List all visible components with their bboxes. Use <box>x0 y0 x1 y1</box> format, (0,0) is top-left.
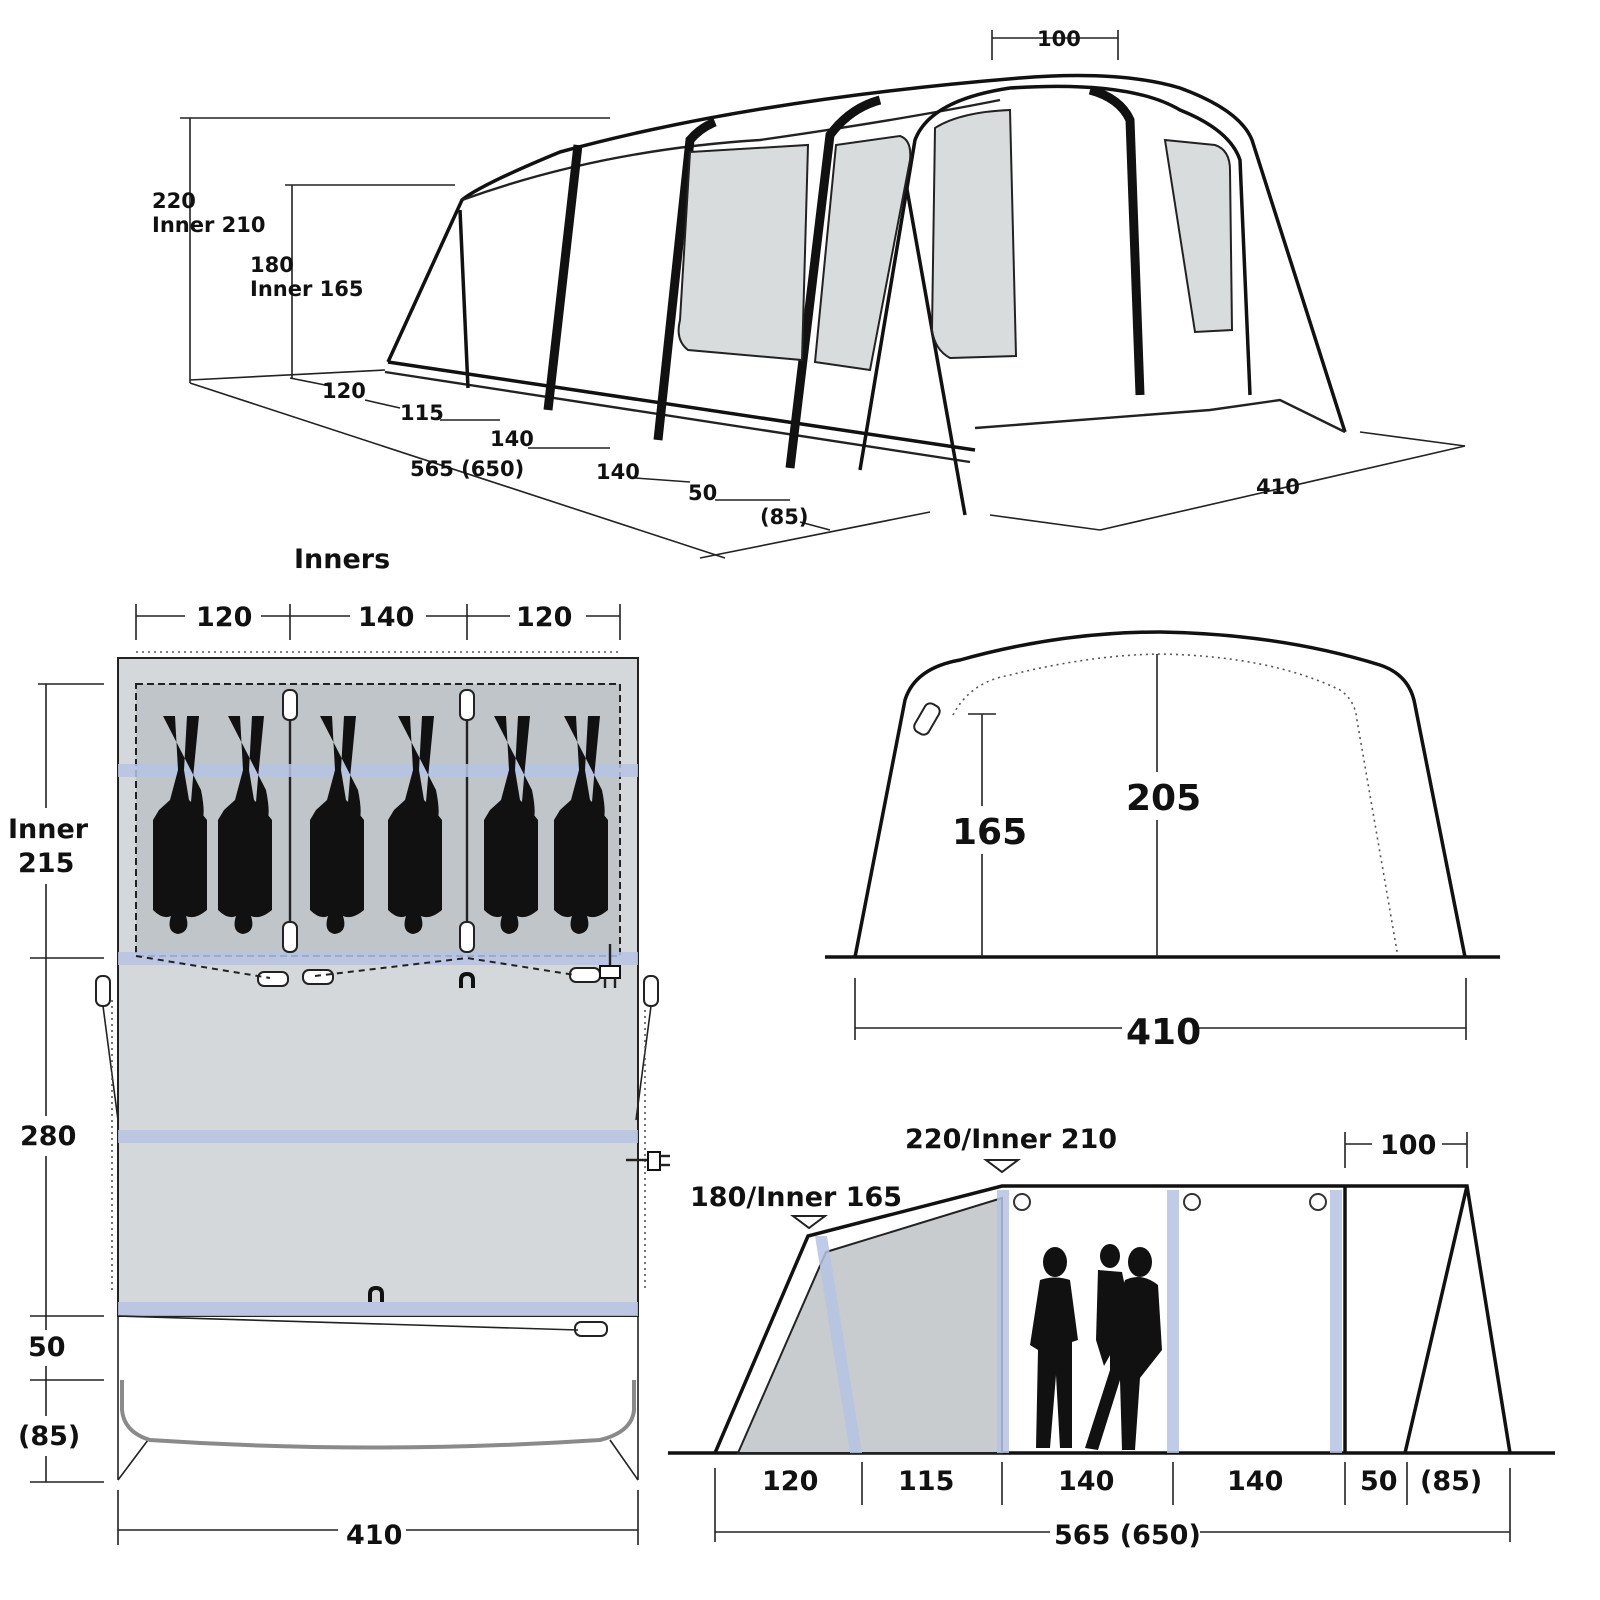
side-seg-3: 140 <box>1058 1466 1114 1497</box>
floor-beam-3 <box>118 1130 638 1143</box>
floorplan-left-canopy: (85) <box>18 1421 80 1452</box>
perspective-beam-5 <box>1088 85 1145 396</box>
perspective-window-3 <box>930 108 1018 360</box>
floor-inner-bedroom <box>135 683 621 957</box>
perspective-beam-1 <box>458 209 470 389</box>
sleeping-figures <box>153 716 608 934</box>
floor-beam-4 <box>118 1302 638 1316</box>
floor-canopy <box>117 1316 639 1481</box>
floorplan-view: Inners 120 140 120 <box>0 544 670 1551</box>
side-seg-1: 120 <box>762 1466 818 1497</box>
marker-low <box>790 1215 828 1230</box>
perspective-view: 220 Inner 210 180 Inner 165 100 120 115 … <box>152 27 1466 559</box>
front-width: 410 <box>1126 1012 1201 1053</box>
floor-beam-2 <box>118 952 638 965</box>
perspective-window-2 <box>813 134 912 372</box>
floorplan-top-3: 120 <box>516 602 572 633</box>
side-outline <box>713 1184 1512 1454</box>
perspective-right-base <box>974 398 1346 434</box>
side-view: 220/Inner 210 180/Inner 165 100 120 115 … <box>668 1124 1555 1552</box>
width-line <box>989 514 1101 531</box>
length-ext-left <box>189 382 726 559</box>
perspective-base-line <box>387 360 976 452</box>
side-bedroom-panel <box>736 1196 1003 1454</box>
perspective-window-5 <box>1163 138 1234 334</box>
side-beam-2 <box>997 1190 1009 1453</box>
magnet-icon <box>459 972 475 988</box>
floorplan-left-porch: 50 <box>28 1332 66 1363</box>
floorplan-left-living: 280 <box>20 1121 76 1152</box>
floorplan-top-2: 140 <box>358 602 414 633</box>
label-height-outer-inner: Inner 210 <box>152 213 265 237</box>
side-seg-6: (85) <box>1420 1466 1482 1497</box>
floorplan-left-inner-2: 215 <box>18 848 74 879</box>
marker-high <box>983 1159 1021 1174</box>
side-seg-2: 115 <box>898 1466 954 1497</box>
floor-canopy-curve <box>120 1380 636 1450</box>
label-seg-2: 115 <box>400 401 444 425</box>
side-total: 565 (650) <box>1054 1520 1201 1551</box>
front-inner-outline <box>952 653 1399 958</box>
side-label-low: 180/Inner 165 <box>690 1182 902 1213</box>
label-height-front: 180 <box>250 253 294 277</box>
side-top-canopy: 100 <box>1380 1130 1436 1161</box>
label-width: 410 <box>1256 475 1300 499</box>
perspective-tent-outline <box>386 73 1347 433</box>
front-tent-outline <box>853 630 1467 958</box>
perspective-beam-2 <box>543 144 583 411</box>
magnet-icon-2 <box>368 1286 384 1302</box>
front-height-side: 165 <box>952 812 1027 853</box>
label-seg-3: 140 <box>490 427 534 451</box>
label-seg-5: 50 <box>688 481 717 505</box>
front-height-center: 205 <box>1126 778 1201 819</box>
label-height-front-inner: Inner 165 <box>250 277 363 301</box>
label-seg-6: (85) <box>760 505 808 529</box>
people-silhouettes <box>1030 1244 1162 1450</box>
label-seg-4: 140 <box>596 460 640 484</box>
label-height-outer: 220 <box>152 189 196 213</box>
plug-icon <box>599 944 621 988</box>
perspective-roof-ridge <box>461 98 1001 202</box>
side-seg-4: 140 <box>1227 1466 1283 1497</box>
floorplan-title: Inners <box>294 544 390 575</box>
floorplan-bottom-width: 410 <box>346 1520 402 1551</box>
floor-beam-1 <box>118 764 638 777</box>
perspective-beam-4 <box>785 95 882 469</box>
side-label-high: 220/Inner 210 <box>905 1124 1117 1155</box>
plug-icon-2 <box>626 1151 670 1171</box>
label-seg-1: 120 <box>322 379 366 403</box>
label-top-width: 100 <box>1037 27 1081 51</box>
front-view: 165 205 410 <box>825 630 1500 1053</box>
perspective-base-line-2 <box>384 370 971 464</box>
floorplan-top-1: 120 <box>196 602 252 633</box>
perspective-beam-3 <box>653 117 717 441</box>
side-beam-3 <box>1167 1190 1179 1453</box>
label-total-length: 565 (650) <box>410 457 524 481</box>
side-seg-5: 50 <box>1360 1466 1398 1497</box>
side-beam-4 <box>1330 1190 1342 1453</box>
floorplan-left-inner-1: Inner <box>8 814 89 845</box>
perspective-front-panel <box>858 84 1252 471</box>
perspective-window-1 <box>677 143 810 362</box>
side-beam-1 <box>815 1236 862 1453</box>
